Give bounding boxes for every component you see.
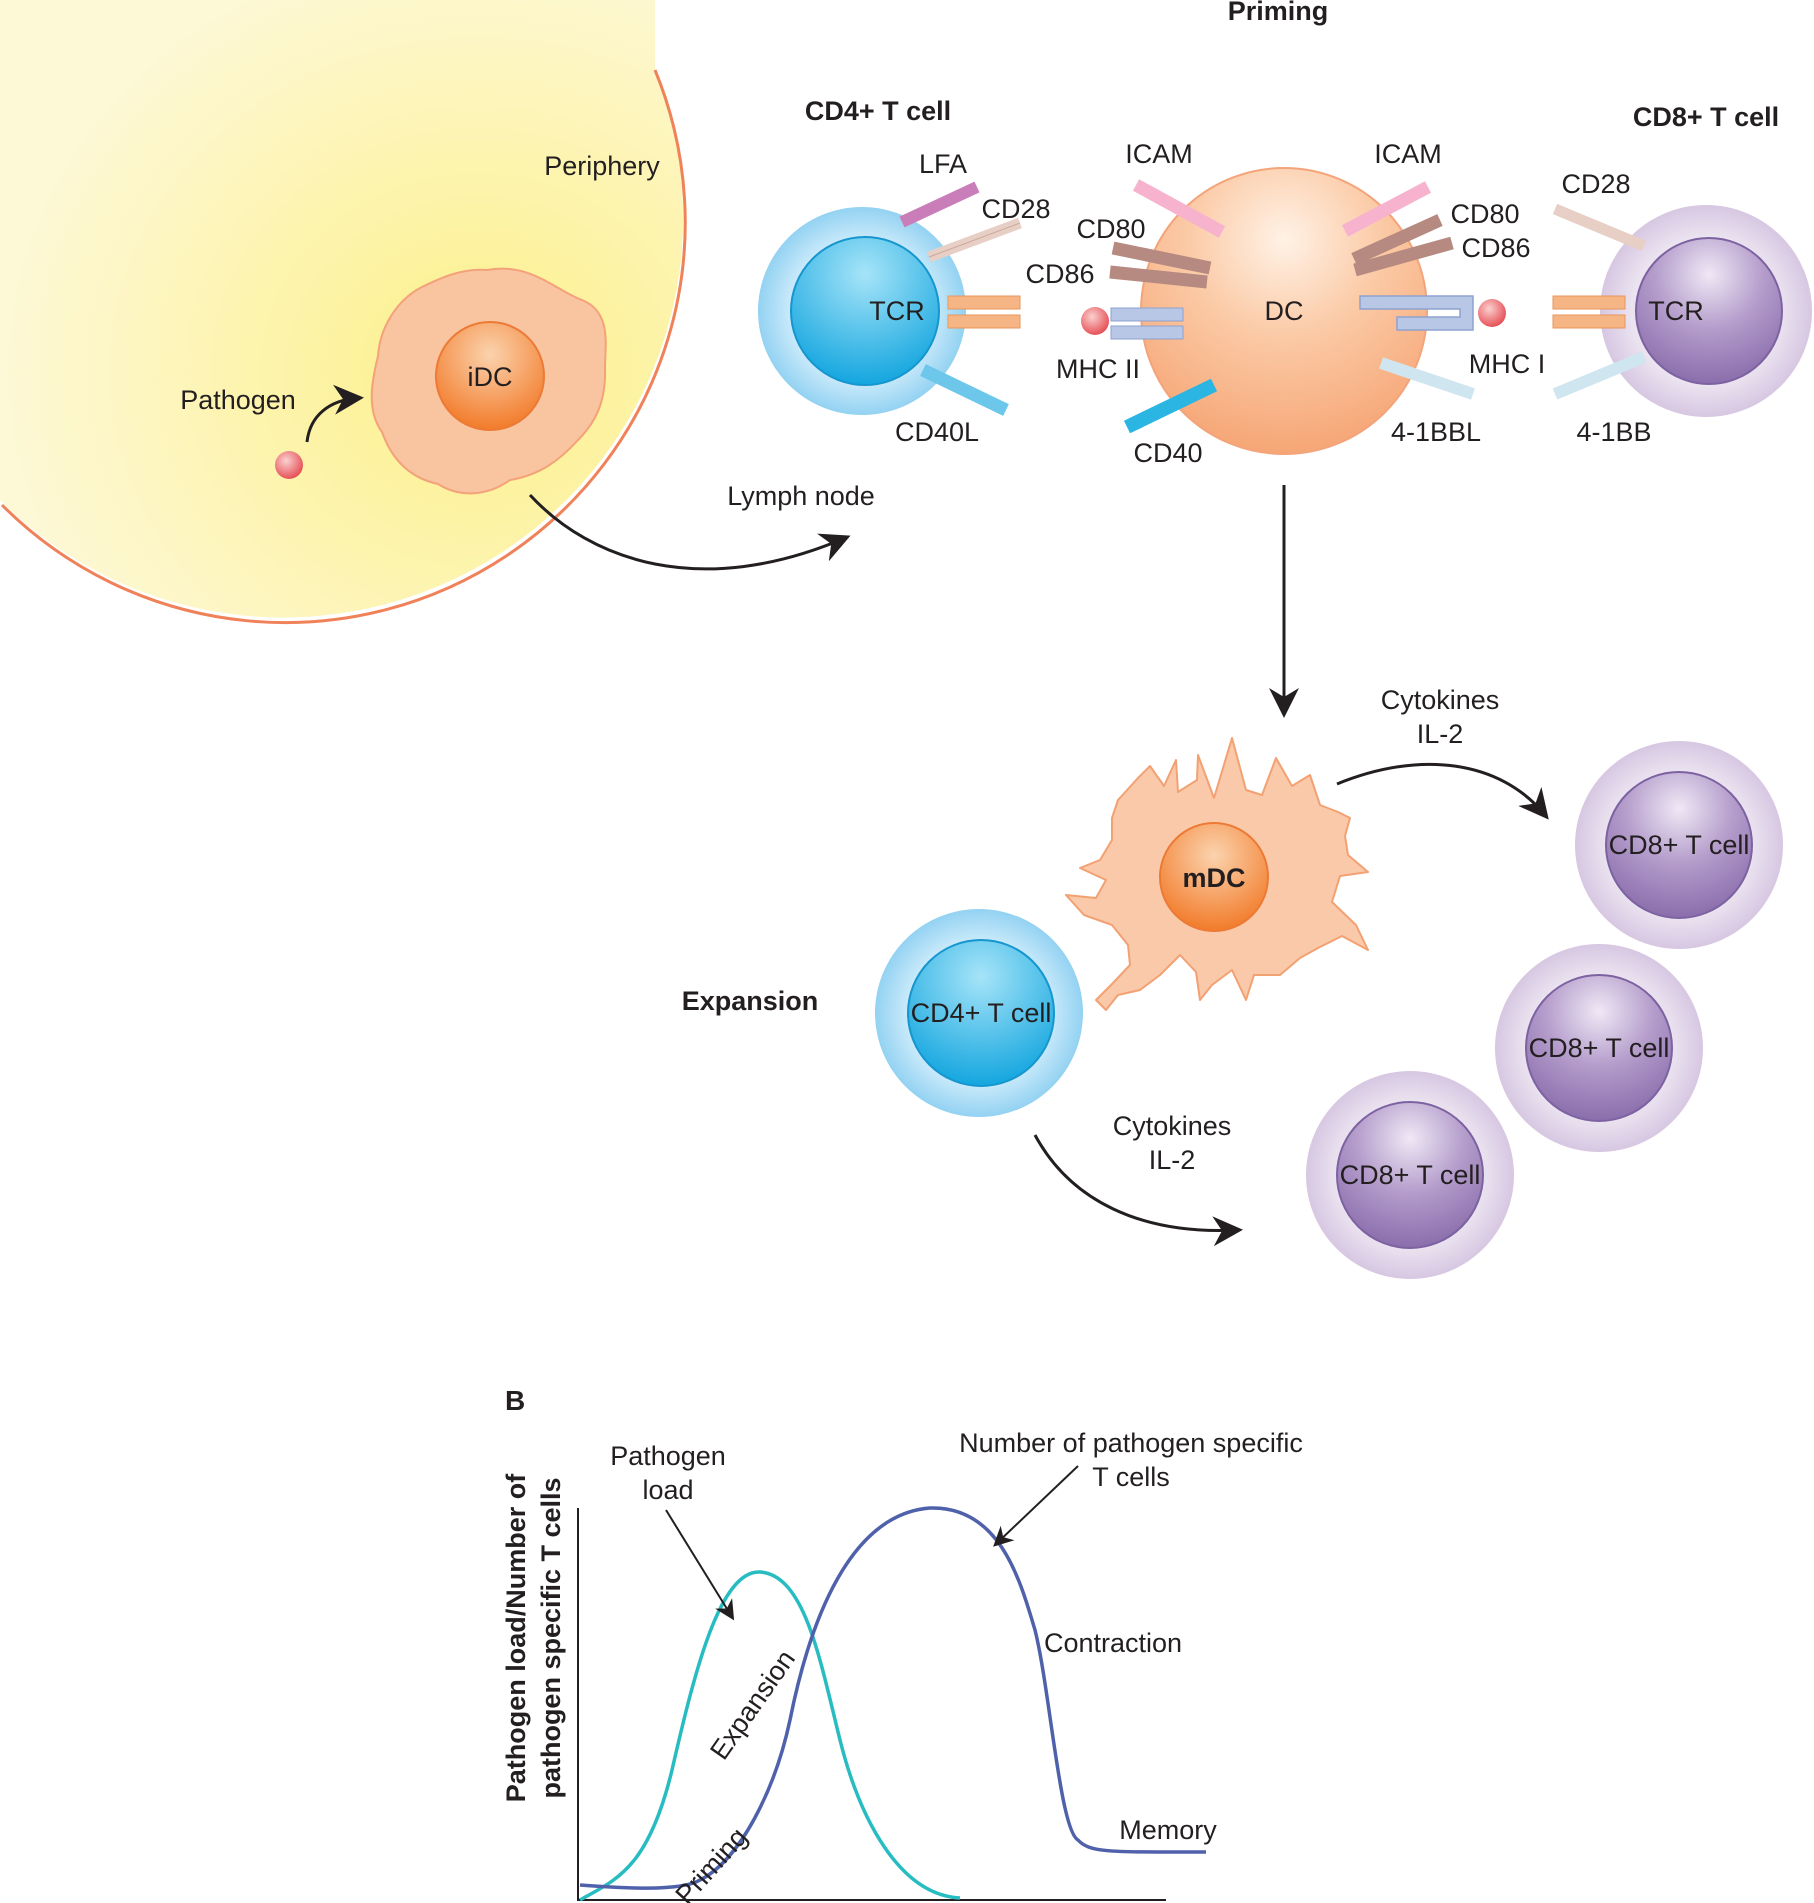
phase-memory-label: Memory	[1119, 1815, 1217, 1845]
lymph-node-label: Lymph node	[727, 481, 875, 511]
pathogen-load-annot-line2: load	[642, 1475, 693, 1505]
icam-left-label: ICAM	[1125, 139, 1193, 169]
cytokines-top-il2: IL-2	[1417, 719, 1464, 749]
cd4-t-cell-title: CD4+ T cell	[805, 96, 951, 126]
tcr-left-receptor-top	[947, 295, 1021, 310]
lymph-node-migration-arrow	[528, 493, 851, 571]
icam-right-molecule	[1341, 181, 1432, 237]
mhc2-antigen	[1081, 307, 1109, 335]
cd86-left-label: CD86	[1025, 259, 1094, 289]
tcr-left-label: TCR	[869, 296, 925, 326]
cd80-right-label: CD80	[1450, 199, 1519, 229]
cd86-right-label: CD86	[1461, 233, 1530, 263]
expansion-cd8-t-cell-2-nucleus	[1525, 974, 1673, 1122]
mhc1-molecule	[1359, 295, 1474, 331]
mhc1-label: MHC I	[1469, 349, 1546, 379]
t-cell-pointer	[993, 1465, 1079, 1547]
pathogen-label: Pathogen	[180, 385, 296, 415]
cytokines-bottom-label: Cytokines	[1113, 1111, 1232, 1141]
mdc-nucleus	[1159, 822, 1269, 932]
cd86-right-molecule	[1353, 236, 1454, 277]
cd40l-label: CD40L	[895, 417, 979, 447]
icam-left-molecule	[1132, 179, 1226, 238]
cytokines-top-label: Cytokines	[1381, 685, 1500, 715]
expansion-cd8-t-cell-3-nucleus	[1336, 1101, 1484, 1249]
mhc2-label: MHC II	[1056, 354, 1140, 384]
pathogen-uptake-arrow	[305, 384, 364, 443]
expansion-cd8-label-1: CD8+ T cell	[1609, 830, 1750, 860]
expansion-cd8-label-2: CD8+ T cell	[1529, 1033, 1670, 1063]
lfa-label: LFA	[919, 149, 967, 179]
cd86-left-molecule	[1109, 265, 1208, 289]
priming-title: Priming	[1228, 0, 1329, 26]
cytokines-top-arrow	[1336, 762, 1549, 820]
cytokines-bottom-arrow	[1033, 1134, 1243, 1247]
mhc1-antigen	[1478, 299, 1506, 327]
pathogen-load-annot-line1: Pathogen	[610, 1441, 726, 1471]
bbl-label: 4-1BBL	[1391, 417, 1481, 447]
cd80-left-molecule	[1111, 241, 1212, 275]
expansion-cd8-t-cell-1-nucleus	[1605, 771, 1753, 919]
mdc-label: mDC	[1182, 863, 1245, 893]
tcr-right-label: TCR	[1648, 296, 1704, 326]
cd80-right-molecule	[1351, 214, 1443, 265]
cd40-molecule	[1123, 378, 1218, 434]
cytokines-bottom-il2: IL-2	[1149, 1145, 1196, 1175]
cd4-t-cell-nucleus	[790, 236, 940, 386]
mhc2-molecule-top	[1110, 307, 1184, 322]
cd8-t-cell-title: CD8+ T cell	[1633, 102, 1779, 132]
idc-nucleus	[435, 321, 545, 431]
periphery-boundary	[0, 69, 687, 625]
panel-b-letter: B	[505, 1385, 525, 1416]
periphery-label: Periphery	[544, 151, 660, 181]
expansion-cd4-t-cell-nucleus	[907, 939, 1055, 1087]
cd28-left-label: CD28	[981, 194, 1050, 224]
panel-b-ylabel-line2: pathogen specific T cells	[536, 1477, 566, 1798]
t-cell-annot-line1: Number of pathogen specific	[959, 1428, 1303, 1458]
pathogen-load-curve	[579, 1570, 961, 1902]
cd28-right-label: CD28	[1561, 169, 1630, 199]
mhc2-molecule-bottom	[1110, 325, 1184, 340]
bb-receptor	[1552, 351, 1647, 400]
phase-expansion-label: Expansion	[704, 1645, 801, 1765]
cd28-left-outline	[928, 222, 1021, 258]
bb-label: 4-1BB	[1576, 417, 1651, 447]
cd40-label: CD40	[1133, 438, 1202, 468]
phase-priming-label: Priming	[670, 1822, 754, 1903]
bbl-molecule	[1379, 357, 1475, 400]
cd28-right-receptor	[1552, 203, 1647, 252]
expansion-cd8-label-3: CD8+ T cell	[1340, 1160, 1481, 1190]
cd8-t-cell-nucleus	[1635, 237, 1783, 385]
tcr-right-receptor-top	[1552, 295, 1626, 310]
icam-right-label: ICAM	[1374, 139, 1442, 169]
pathogen-load-pointer	[665, 1509, 735, 1621]
t-cell-annot-line2: T cells	[1092, 1462, 1170, 1492]
panel-b-ylabel: Pathogen load/Number of pathogen specifi…	[501, 1473, 566, 1803]
cd40l-receptor	[920, 364, 1009, 416]
cd80-left-label: CD80	[1076, 214, 1145, 244]
idc-label: iDC	[468, 362, 513, 392]
panel-b-ylabel-line1: Pathogen load/Number of	[501, 1473, 531, 1803]
lfa-receptor	[899, 181, 980, 228]
expansion-title: Expansion	[682, 986, 819, 1016]
tcr-left-receptor-bottom	[947, 314, 1021, 329]
t-cell-number-curve	[579, 1506, 1207, 1890]
dc-label: DC	[1265, 296, 1304, 326]
expansion-cd4-label: CD4+ T cell	[911, 998, 1052, 1028]
tcr-right-receptor-bottom	[1552, 314, 1626, 329]
pathogen-particle	[275, 451, 303, 479]
phase-contraction-label: Contraction	[1044, 1628, 1182, 1658]
